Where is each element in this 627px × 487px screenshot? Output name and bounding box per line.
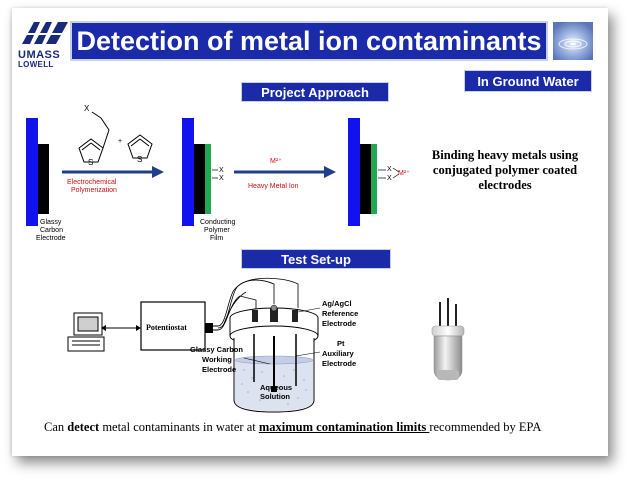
bound-x2: X (387, 175, 392, 182)
computer-icon (67, 312, 105, 352)
electrode3-polymer (371, 144, 377, 214)
slide: UMASS LOWELL Detection of metal ion cont… (12, 8, 608, 456)
bound-x1: X (387, 166, 392, 173)
project-approach-header: Project Approach (241, 82, 389, 102)
plus-sign: + (118, 138, 122, 145)
arrow1-label-2: Polymerization (71, 187, 117, 194)
electrode2-label-2: Polymer (204, 227, 230, 234)
bound-metal-label: M²⁺ (398, 170, 410, 177)
electrode1-blue (26, 118, 38, 226)
binding-description: Binding heavy metals using conjugated po… (431, 148, 579, 192)
umass-logo-icon (22, 22, 68, 44)
auxiliary-label-2: Auxiliary (322, 349, 355, 358)
reference-label-2: Reference (322, 309, 358, 318)
arrow1-label-1: Electrochemical (67, 179, 117, 186)
electrode2-carbon (194, 144, 205, 214)
logo-line1: UMASS (18, 49, 61, 61)
reference-label-1: Ag/AgCl (322, 299, 352, 308)
approach-diagram: Glassy Carbon Electrode X S + S Electroc… (26, 104, 410, 242)
working-label-1: Glassy Carbon (190, 345, 243, 354)
title-bar: Detection of metal ion contaminants (70, 21, 548, 61)
reference-label-3: Electrode (322, 319, 356, 328)
test-setup-diagram: Potentiostat (67, 277, 486, 413)
thiophene-icon (127, 134, 153, 159)
arrow2-label: Heavy Metal Ion (248, 183, 299, 190)
project-approach-label: Project Approach (261, 84, 369, 100)
electrode3-blue (348, 118, 360, 226)
film-x1: X (219, 167, 224, 174)
electrode1-label-3: Electrode (36, 235, 66, 242)
film-x2: X (219, 175, 224, 182)
electrode3-carbon (360, 144, 371, 214)
water-drop-image (553, 22, 593, 60)
auxiliary-label-3: Electrode (322, 359, 356, 368)
electrode1-label-1: Glassy (40, 219, 62, 226)
bottom-bold-detect: detect (67, 420, 100, 434)
cell-photo-image (410, 292, 486, 388)
arrow2-top-label: M²⁺ (270, 158, 282, 165)
bottom-part1: Can (44, 420, 68, 434)
potentiostat-box (140, 301, 206, 351)
logo-line2: LOWELL (18, 60, 54, 69)
solution-label-2: Solution (260, 392, 290, 401)
arrow2-head (324, 166, 336, 178)
arrow1-head (152, 166, 164, 178)
bottom-part2: metal contaminants in water at (99, 420, 259, 434)
monomer-s-label-2: S (137, 155, 142, 164)
working-label-2: Working (202, 355, 232, 364)
subtitle: In Ground Water (477, 73, 579, 89)
auxiliary-label-1: Pt (337, 339, 345, 348)
working-label-3: Electrode (202, 365, 236, 374)
logo-text: UMASS LOWELL (18, 50, 60, 70)
potentiostat-label: Potentiostat (146, 323, 187, 332)
bottom-underline: maximum contamination limits (258, 420, 430, 434)
monomer-s-label-1: S (88, 158, 93, 167)
electrode2-polymer (205, 144, 211, 214)
test-setup-label: Test Set-up (281, 251, 351, 267)
thiophene-substituted-icon (78, 111, 110, 163)
page-title: Detection of metal ion contaminants (76, 25, 542, 56)
electrode2-label-3: Film (210, 235, 223, 242)
electrode1-label-2: Carbon (40, 227, 63, 234)
bottom-statement: Can detect metal contaminants in water a… (44, 420, 584, 435)
electrode1-carbon (38, 144, 49, 214)
subtitle-bar: In Ground Water (464, 70, 592, 92)
bottom-part3: recommended by EPA (429, 420, 542, 434)
monomer-x-label: X (84, 104, 90, 113)
solution-label-1: Aqueous (260, 383, 292, 392)
electrode2-blue (182, 118, 194, 226)
test-setup-header: Test Set-up (241, 249, 391, 269)
electrode2-label-1: Conducting (200, 219, 236, 226)
